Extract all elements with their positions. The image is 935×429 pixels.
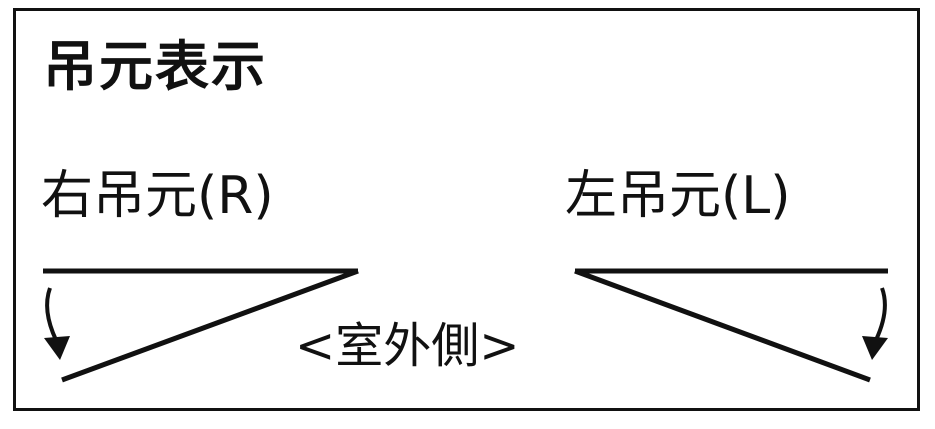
left-hinge-label: 左吊元(L) [565,166,791,226]
left-hinge-door-symbol [574,268,888,383]
outside-side-label: <室外側> [295,318,520,374]
left-hinge-swing-arrow [874,287,887,341]
left-hinge-door-leaf [574,268,871,383]
left-hinge-arrowhead [862,336,888,360]
right-hinge-label: 右吊元(R) [41,166,274,226]
diagram-title: 吊元表示 [43,35,267,98]
right-hinge-arrowhead [44,336,70,360]
legend-frame [13,8,920,411]
right-hinge-door-leaf [61,268,359,383]
right-hinge-door-symbol [43,268,359,383]
right-hinge-swing-arrow [45,287,58,341]
